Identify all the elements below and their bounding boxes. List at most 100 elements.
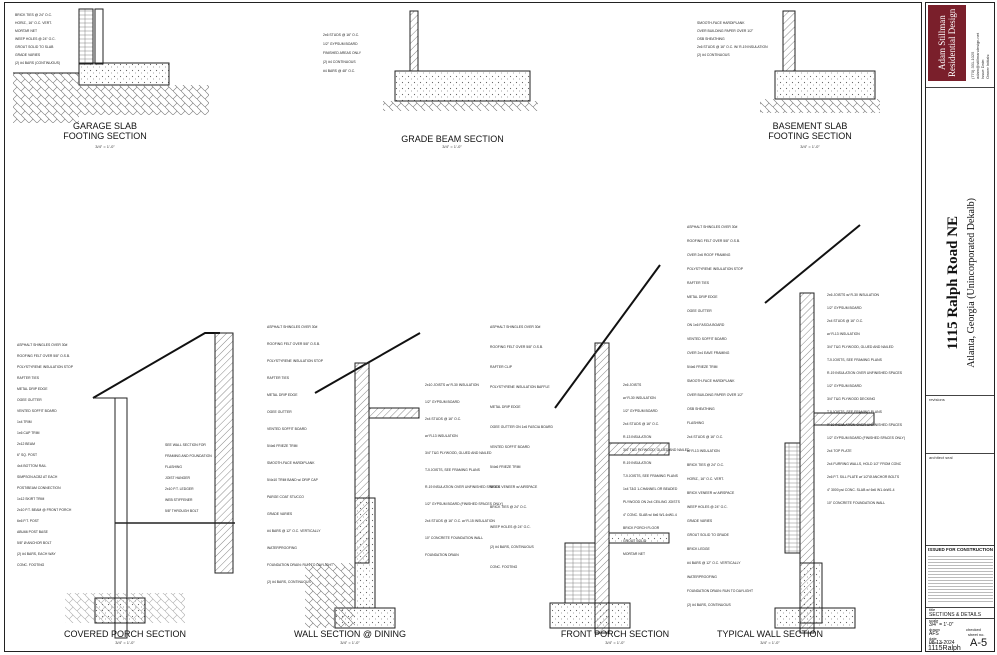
callout-note: GRADE VARIES: [15, 53, 41, 57]
callout-note: 1/2" GYPSUM BOARD: [323, 42, 358, 46]
callout-note: CONC. FOOTING: [490, 565, 518, 569]
callout-note: w/ R-30 INSULATION: [623, 396, 656, 400]
callout-note: 2x10 P.T. LEDGER: [165, 487, 194, 491]
callout-note: ASPHALT SHINGLES OVER 30#: [267, 325, 318, 329]
detail-scale: 3/4" = 1'-0": [442, 144, 462, 149]
callout-note: 1/2" GYPSUM BOARD: [425, 400, 460, 404]
owner-initials-label: Owner Initials:: [985, 53, 990, 79]
callout-note: ROOFING FELT OVER 5/8" O.S.B.: [267, 342, 321, 346]
callout-note: SMOOTH-FACE HARDIPLANK: [697, 21, 745, 25]
callout-note: TJI JOISTS, SEE FRAMING PLANS: [623, 474, 678, 478]
detail-title-line-1: BASEMENT SLAB: [772, 121, 848, 131]
callout-note: OGEE GUTTER: [267, 410, 292, 414]
sheet-number: A-5: [970, 637, 988, 649]
callout-note: SEE WALL SECTION FOR: [165, 443, 206, 447]
callout-note: 2x4 STUDS @ 16" O.C.: [827, 319, 864, 323]
callout-note: SIMPSON ACB2 AT EACH: [17, 475, 58, 479]
callout-note: TJI JOISTS, SEE FRAMING PLANS: [425, 468, 480, 472]
callout-note: 2x6 JOISTS: [623, 383, 642, 387]
callout-note: #4 BARS @ 12" O.C. VERTICALLY: [267, 529, 321, 533]
callout-note: BRICK PORCH FLOOR: [623, 526, 660, 530]
callout-note: ASPHALT SHINGLES OVER 30#: [490, 325, 541, 329]
callout-note: VENTED SOFFIT BOARD: [687, 337, 727, 341]
callout-note: #4 BARS @ 12" O.C. VERTICALLY: [687, 561, 741, 565]
dining-wall-drawing: [305, 332, 421, 629]
callout-note: GRADE VARIES: [687, 519, 713, 523]
callout-note: VENTED SOFFIT BOARD: [17, 409, 57, 413]
callout-note: 1x12 SKIRT TRIM: [17, 497, 45, 501]
callout-note: BRICK TIES @ 24" O.C.: [490, 505, 527, 509]
firm-contact: (770) 331-1025 adam@stillmandesign.net I…: [970, 9, 992, 79]
callout-note: (2) #4 BARS, CONTINUOUS: [267, 580, 311, 584]
callout-note: FLASHING: [687, 421, 704, 425]
drawn-label: drawn: [929, 627, 940, 632]
callout-note: 3/4" T&G PLYWOOD, GLUED AND NAILED: [623, 448, 690, 452]
callout-note: ABU66 POST BASE: [17, 530, 48, 534]
callout-note: RAFTER TIES: [267, 376, 289, 380]
drawn-value: AFS: [929, 631, 939, 637]
callout-note: WATERPROOFING: [687, 575, 717, 579]
detail-title-typical-wall: TYPICAL WALL SECTION: [716, 629, 824, 639]
callout-note: OGEE GUTTER ON 1x6 FASCIA BOARD: [490, 425, 553, 429]
detail-title-line-2: FOOTING SECTION: [63, 131, 147, 141]
callout-note: CONC. FOOTING: [17, 563, 45, 567]
callout-note: TJI JOISTS, SEE FRAMING PLANS: [827, 410, 882, 414]
callout-note: 2x10 JOISTS w/ R-30 INSULATION: [425, 383, 479, 387]
title-label: title: [929, 607, 936, 612]
callout-note: ASPHALT SHINGLES OVER 30#: [687, 225, 738, 229]
project-city: Atlanta, Georgia (Unincorporated Dekalb): [966, 198, 977, 368]
scale-value: 3/4" = 1'-0": [929, 622, 954, 628]
callout-note: METAL DRIP EDGE: [687, 295, 718, 299]
callout-note: R-19 INSULATION OVER UNFINISHED SPACES: [827, 423, 903, 427]
callout-note: OVER 2x4 EAVE FRAMING: [687, 351, 730, 355]
callout-note: FINISHED AREAS ONLY: [323, 51, 361, 55]
callout-note: MORTAR NET: [15, 29, 38, 33]
callout-note: ROOFING FELT OVER 5/8" O.S.B.: [490, 345, 544, 349]
callout-note: RAFTER CLIP: [490, 365, 513, 369]
callout-note: 2x4 STUDS @ 16" O.C.: [425, 417, 462, 421]
front-porch-drawing: [549, 264, 670, 634]
callout-note: POLYSTYRENE INSULATION STOP: [267, 359, 323, 363]
callout-note: WATERPROOFING: [267, 546, 297, 550]
divider: [926, 87, 994, 88]
callout-note: GROUT SOLID TO SLAB: [15, 45, 54, 49]
callout-note: BRICK VENEER w/ AIRSPACE: [490, 485, 538, 489]
callout-note: 2x4 STUDS @ 16" O.C.: [623, 422, 660, 426]
callout-note: POST/BEAM CONNECTION: [17, 486, 61, 490]
callout-note: WEEP HOLES @ 24" O.C.: [687, 505, 728, 509]
callout-note: PLYWOOD ON 2x4 CEILING JOISTS: [623, 500, 680, 504]
callout-note: VENTED SOFFIT BOARD: [267, 427, 307, 431]
callout-note: 1x6 CAP TRIM: [17, 431, 40, 435]
callout-note: GRADE VARIES: [267, 512, 293, 516]
callout-note: 1/2" GYPSUM BOARD: [827, 306, 862, 310]
detail-title-dining: WALL SECTION @ DINING: [294, 629, 406, 639]
detail-title-covered-porch: COVERED PORCH SECTION: [63, 629, 186, 639]
detail-title-line-2: FOOTING SECTION: [768, 131, 852, 141]
callout-note: (2) #4 BARS, EACH WAY: [17, 552, 56, 556]
callout-note: BRICK TIES @ 24" O.C.: [687, 463, 724, 467]
callout-note: 3/4" T&G PLYWOOD DECKING: [827, 397, 876, 401]
detail-scale: 3/4" = 1'-0": [800, 144, 820, 149]
divider: [926, 545, 994, 546]
firm-logo: Adam Stillman Residential Design: [928, 5, 966, 81]
callout-note: HORIZ., 16" O.C. VERT.: [15, 21, 52, 25]
date-label: date: [929, 636, 937, 641]
divider: [926, 453, 994, 454]
callout-note: w/ R-13 INSULATION: [687, 449, 720, 453]
callout-note: POLYSTYRENE INSULATION BAFFLE: [490, 385, 550, 389]
scale-label: scale: [929, 618, 939, 623]
callout-note: #4 BARS @ 48" O.C.: [323, 69, 356, 73]
callout-note: 2x6 P.T. SILL PLATE w/ 1/2"Ø ANCHOR BOLT…: [827, 475, 900, 479]
callout-note: OSB SHEATHING: [687, 407, 715, 411]
divider: [926, 618, 994, 619]
callout-note: 6x6 P.T. POST: [17, 519, 39, 523]
callout-note: METAL DRIP EDGE: [490, 405, 521, 409]
callout-note: POLYSTYRENE INSULATION STOP: [687, 267, 743, 271]
callout-note: OVER BUILDING PAPER OVER 1/2": [687, 393, 744, 397]
callout-note: GROUT SOLID: [623, 539, 647, 543]
callout-note: (2) #4 CONTINUOUS: [697, 53, 730, 57]
detail-title-front-porch: FRONT PORCH SECTION: [560, 629, 670, 639]
firm-name: Adam Stillman Residential Design: [937, 8, 957, 78]
callout-note: FOUNDATION DRAIN: RUN TO DAYLIGHT: [267, 563, 334, 567]
callout-note: 4" 3000 psi CONC. SLAB w/ 6x6 W1.4xW1.4: [827, 488, 895, 492]
